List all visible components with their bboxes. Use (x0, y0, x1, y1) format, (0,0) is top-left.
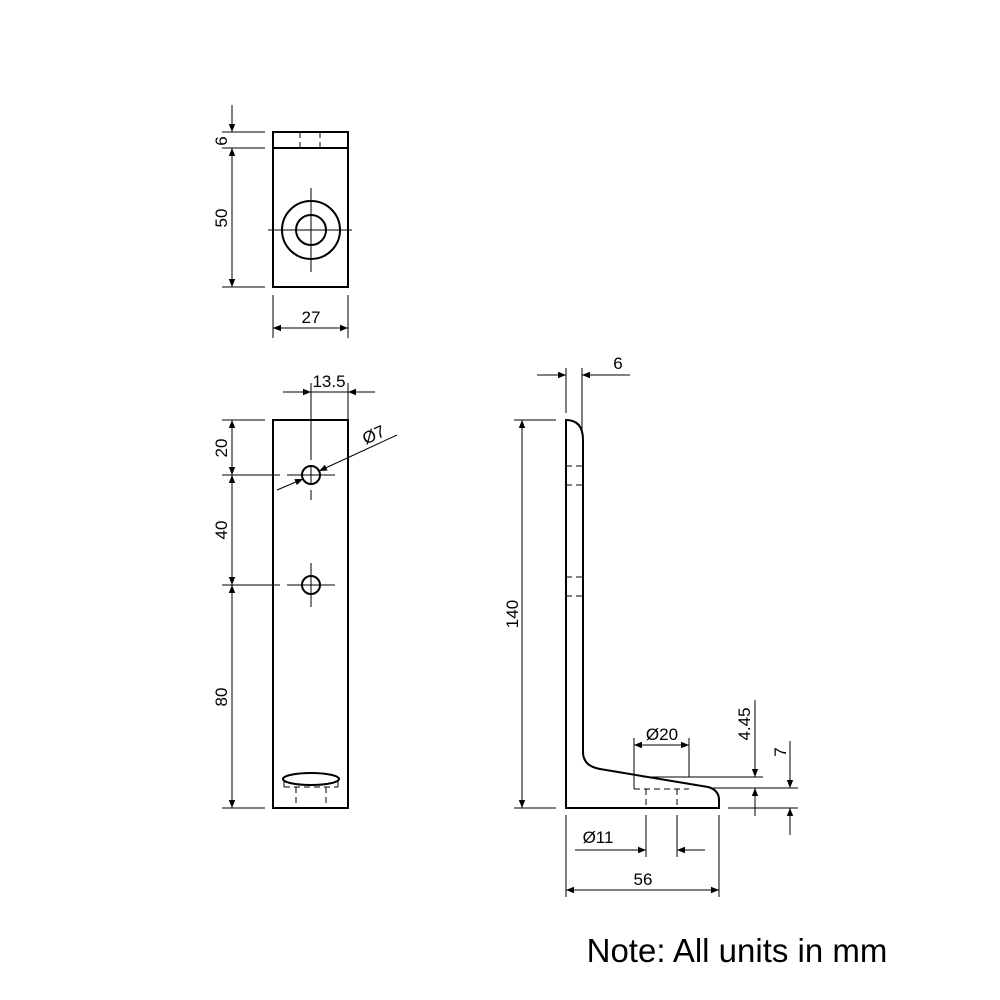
dim-top-height: 50 (212, 209, 231, 228)
dim-base-length: 56 (634, 870, 653, 889)
dim-side-thickness: 6 (613, 354, 622, 373)
dim-hole-diameter-side: Ø11 (583, 828, 614, 847)
counterbore-ellipse (282, 772, 340, 786)
dim-hole-offset: 13.5 (312, 372, 345, 391)
top-view-outline (272, 131, 349, 288)
dim-top-to-hole: 20 (212, 439, 231, 458)
dim-side-height: 140 (503, 600, 522, 628)
side-view-outline (565, 418, 720, 809)
dim-base-thickness: 7 (771, 747, 790, 756)
dim-top-width: 27 (302, 308, 321, 327)
dim-hole-to-bottom: 80 (212, 688, 231, 707)
diameter-leader (276, 478, 304, 491)
diameter-leader (318, 434, 398, 472)
dim-top-thickness: 6 (212, 136, 231, 145)
units-note: Note: All units in mm (587, 932, 888, 969)
dim-hole-spacing: 40 (212, 521, 231, 540)
top-view: 6 50 27 (212, 105, 352, 338)
front-view: 13.5 Ø7 20 40 80 (212, 372, 398, 809)
dim-counterbore-depth: 4.45 (735, 707, 754, 740)
side-view: 6 140 Ø20 4.45 7 Ø11 56 (503, 354, 798, 897)
dim-counterbore-diameter: Ø20 (646, 725, 678, 744)
dim-hole-diameter: Ø7 (359, 422, 388, 449)
